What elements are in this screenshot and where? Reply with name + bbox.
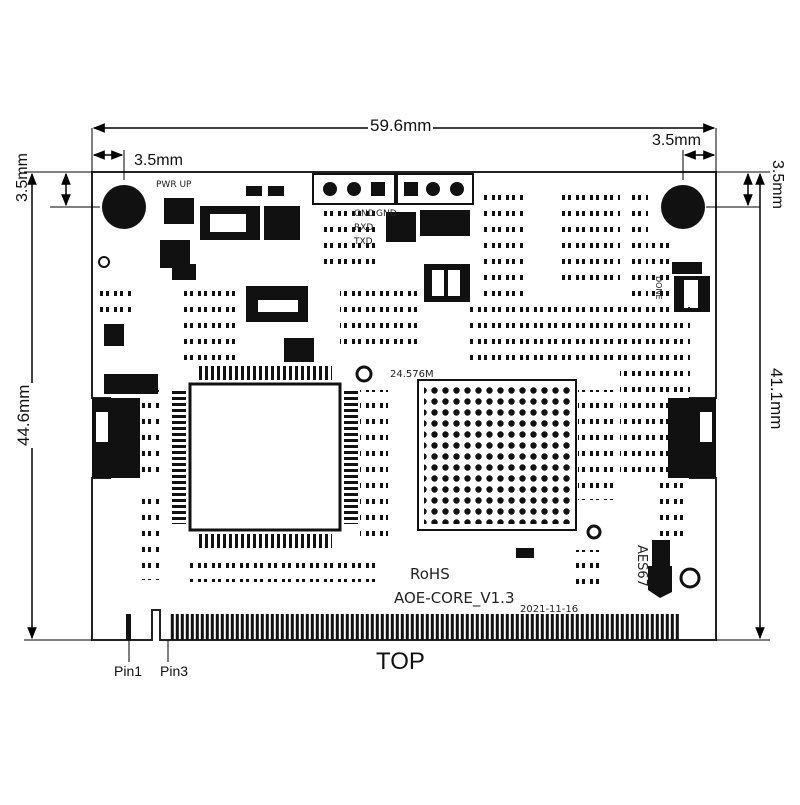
height-right-label: 41.1mm (766, 366, 786, 432)
uart-label-txd: TXD (353, 237, 373, 247)
gold-finger-row (170, 614, 680, 640)
aes67-label: AES67 (634, 545, 649, 587)
left-hole-h-label: 3.5mm (134, 152, 183, 169)
board-date-label: 2021-11-16 (520, 604, 578, 615)
height-left-text: 44.6mm (14, 384, 33, 446)
right-hole-v-label: 3.5mm (768, 160, 786, 209)
uart-label-rxd: RXD (354, 223, 373, 233)
mounting-hole-left (102, 185, 146, 229)
left-hole-v-label: 3.5mm (14, 153, 32, 202)
done-label: DONE (654, 276, 663, 300)
uart-label-gnd-2: GND (376, 209, 397, 219)
pin1-label: Pin1 (114, 663, 143, 679)
left-hole-v-text: 3.5mm (14, 153, 31, 202)
height-right-text: 41.1mm (767, 368, 786, 430)
crystal-label: 24.576M (390, 369, 434, 380)
board-name-label: AOE-CORE_V1.3 (394, 589, 515, 608)
right-hole-v-text: 3.5mm (769, 160, 786, 209)
height-left-label: 44.6mm (14, 382, 34, 448)
side-top-label: TOP (376, 648, 425, 675)
pwr-up-label: PWR UP (156, 180, 192, 190)
pin3-label: Pin3 (160, 663, 189, 679)
gold-finger-pin1 (126, 614, 131, 640)
mounting-hole-right (661, 185, 705, 229)
uart-label-gnd-1: GND (354, 209, 375, 219)
right-hole-h-label: 3.5mm (652, 132, 701, 149)
rohs-label: RoHS (410, 565, 450, 583)
width-dimension-label: 59.6mm (368, 116, 434, 136)
qfp-chip (188, 382, 342, 532)
